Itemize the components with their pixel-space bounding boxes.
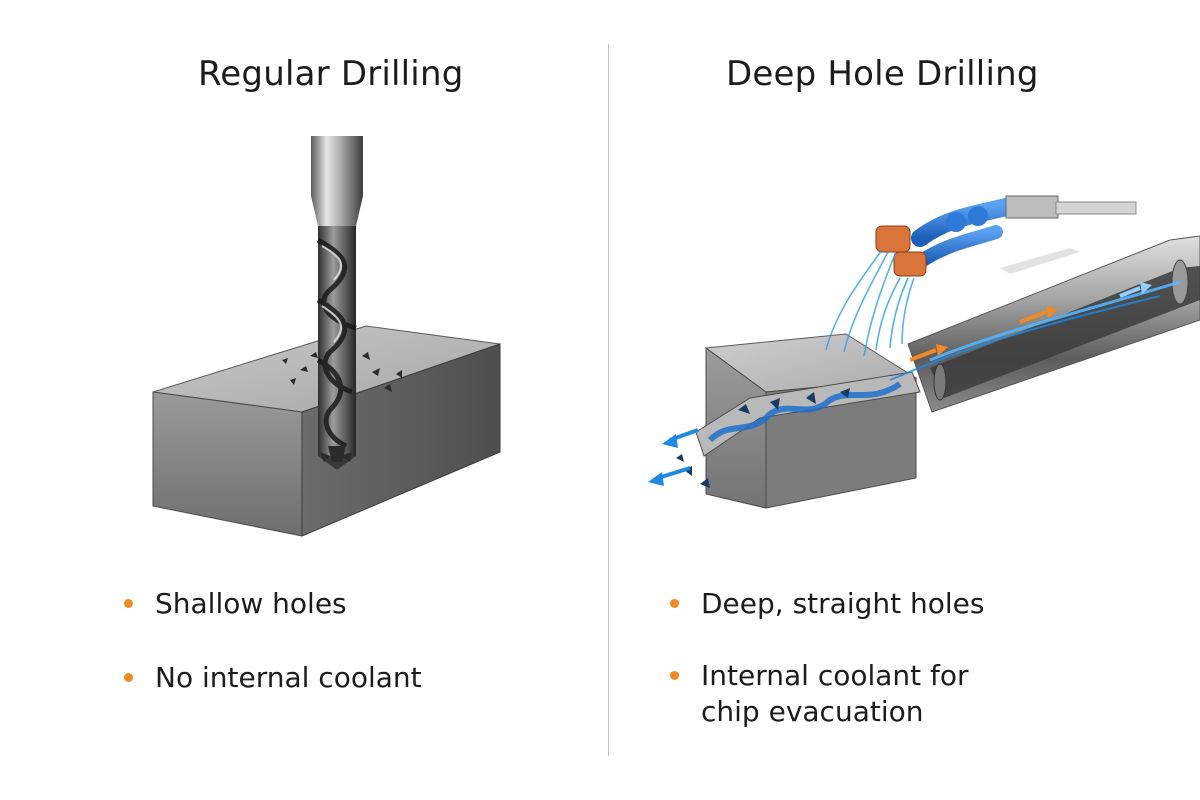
flow-arrow-icon <box>648 280 1181 486</box>
regular-drilling-panel: Regular Drilling Shallow holes No intern… <box>122 54 501 734</box>
bullet-list: Deep, straight holes Internal coolant fo… <box>668 586 984 766</box>
bullet-dot-icon <box>124 673 133 682</box>
bullet-item: No internal coolant <box>122 660 422 696</box>
bullet-text: No internal coolant <box>155 661 422 694</box>
twist-drill-icon <box>311 136 363 470</box>
bullet-item: Internal coolant for chip evacuation <box>668 658 984 730</box>
chip-evacuation-icon <box>676 371 921 488</box>
deep-hole-drilling-panel: Deep Hole Drilling Deep, straight holes … <box>600 0 1200 800</box>
bullet-item: Deep, straight holes <box>668 586 984 622</box>
panel-divider <box>608 44 609 756</box>
bullet-list: Shallow holes No internal coolant <box>122 586 422 734</box>
regular-drilling-illustration <box>152 136 501 537</box>
bullet-dot-icon <box>670 671 679 680</box>
coolant-hose-icon <box>875 195 1137 277</box>
panel-title: Regular Drilling <box>198 54 464 94</box>
bullet-text: Internal coolant for chip evacuation <box>701 659 969 728</box>
bullet-text: Deep, straight holes <box>701 587 985 620</box>
metal-chips-icon <box>282 352 402 462</box>
bullet-item: Shallow holes <box>122 586 422 622</box>
bullet-text: Shallow holes <box>155 587 347 620</box>
panel-title: Deep Hole Drilling <box>726 54 1039 94</box>
bullet-dot-icon <box>124 599 133 608</box>
deep-hole-drilling-illustration <box>648 195 1200 509</box>
bullet-dot-icon <box>670 599 679 608</box>
coolant-spray-icon <box>825 249 915 357</box>
